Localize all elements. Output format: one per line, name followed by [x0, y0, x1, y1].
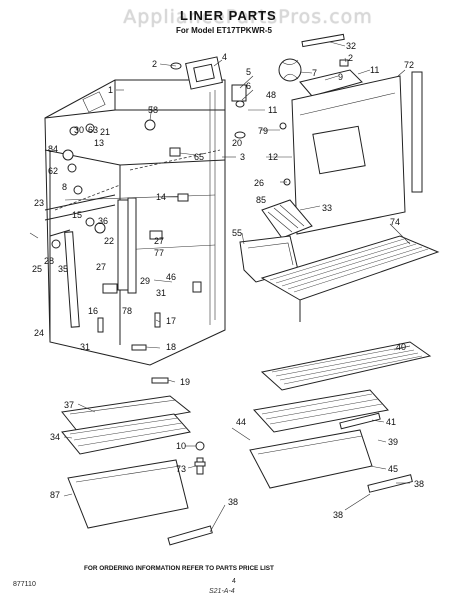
callout-labels: 2 4 5 6 1 32 2 9 7 11 72 48 11 58 79 20 … — [32, 41, 424, 520]
hardware-parts — [51, 119, 202, 384]
callout-55: 55 — [232, 228, 242, 238]
callout-65: 65 — [194, 152, 204, 162]
callout-7: 7 — [312, 68, 317, 78]
callout-45: 45 — [388, 464, 398, 474]
freezer-wire-shelf — [260, 235, 440, 322]
callout-20: 20 — [232, 138, 242, 148]
crisper-shelf-left — [61, 395, 213, 546]
page-number: 4 — [232, 578, 236, 585]
callout-79: 79 — [258, 126, 268, 136]
callout-6: 6 — [246, 81, 251, 91]
top-components — [170, 33, 363, 139]
callout-22: 22 — [104, 236, 114, 246]
callout-11a: 11 — [370, 65, 379, 75]
callout-3: 3 — [240, 152, 245, 162]
ordering-note: FOR ORDERING INFORMATION REFER TO PARTS … — [84, 565, 274, 572]
callout-16: 16 — [88, 306, 98, 316]
callout-19: 19 — [180, 377, 190, 387]
callout-73: 73 — [176, 464, 186, 474]
callout-10: 10 — [176, 441, 186, 451]
callout-74: 74 — [390, 217, 400, 227]
callout-30: 30 — [74, 125, 84, 135]
callout-35: 35 — [58, 264, 68, 274]
callout-77: 77 — [154, 248, 164, 258]
callout-39: 39 — [388, 437, 398, 447]
rear-panel — [279, 71, 423, 235]
callout-87: 87 — [50, 490, 60, 500]
callout-11b: 11 — [268, 105, 277, 115]
side-rails — [44, 194, 137, 328]
glass-shelf-upper — [260, 341, 432, 391]
callout-27b: 27 — [96, 262, 106, 272]
callout-24: 24 — [34, 328, 44, 338]
callout-38b: 38 — [228, 497, 238, 507]
callout-27a: 27 — [154, 236, 164, 246]
callout-84: 84 — [48, 144, 58, 154]
leader-lines — [29, 41, 411, 533]
callout-15: 15 — [72, 210, 82, 220]
callout-34: 34 — [50, 432, 60, 442]
callout-2a: 2 — [152, 59, 157, 69]
callout-26: 26 — [254, 178, 264, 188]
callout-21: 21 — [100, 127, 110, 137]
ice-tray-assembly — [239, 199, 313, 283]
callout-9: 9 — [338, 72, 343, 82]
callout-85: 85 — [256, 195, 266, 205]
callout-2b: 2 — [348, 53, 353, 63]
callout-23: 23 — [34, 198, 44, 208]
callout-32: 32 — [346, 41, 356, 51]
callout-37: 37 — [64, 400, 74, 410]
model-number: For Model ET17TPKWR-5 — [176, 26, 273, 35]
knob-parts — [194, 441, 206, 475]
callout-28: 28 — [44, 256, 54, 266]
callout-18: 18 — [166, 342, 176, 352]
callout-33: 33 — [322, 203, 332, 213]
callout-63: 63 — [88, 125, 98, 135]
callout-38a: 38 — [414, 479, 424, 489]
watermark-logo: AppliancePartsPros.com — [123, 6, 373, 28]
crisper-shelf-right — [249, 389, 413, 493]
revision-stamp: S21-A-4 — [209, 588, 235, 595]
callout-38c: 38 — [333, 510, 343, 520]
callout-14: 14 — [156, 192, 166, 202]
callout-8: 8 — [62, 182, 67, 192]
callout-31a: 31 — [156, 288, 166, 298]
callout-4: 4 — [222, 52, 227, 62]
callout-40: 40 — [396, 342, 406, 352]
document-code: 877110 — [13, 581, 36, 588]
callout-17: 17 — [166, 316, 176, 326]
callout-41: 41 — [386, 417, 396, 427]
callout-48: 48 — [266, 90, 276, 100]
callout-72: 72 — [404, 60, 414, 70]
callout-62: 62 — [48, 166, 58, 176]
callout-1: 1 — [108, 85, 113, 95]
callout-58: 58 — [148, 105, 158, 115]
callout-36: 36 — [98, 216, 108, 226]
callout-44: 44 — [236, 417, 246, 427]
callout-46: 46 — [166, 272, 176, 282]
callout-25: 25 — [32, 264, 42, 274]
callout-31b: 31 — [80, 342, 90, 352]
callout-5: 5 — [246, 67, 251, 77]
callout-29: 29 — [140, 276, 150, 286]
callout-78: 78 — [122, 306, 132, 316]
diagram-title: LINER PARTS — [180, 8, 277, 23]
callout-12: 12 — [268, 152, 278, 162]
callout-13: 13 — [94, 138, 104, 148]
